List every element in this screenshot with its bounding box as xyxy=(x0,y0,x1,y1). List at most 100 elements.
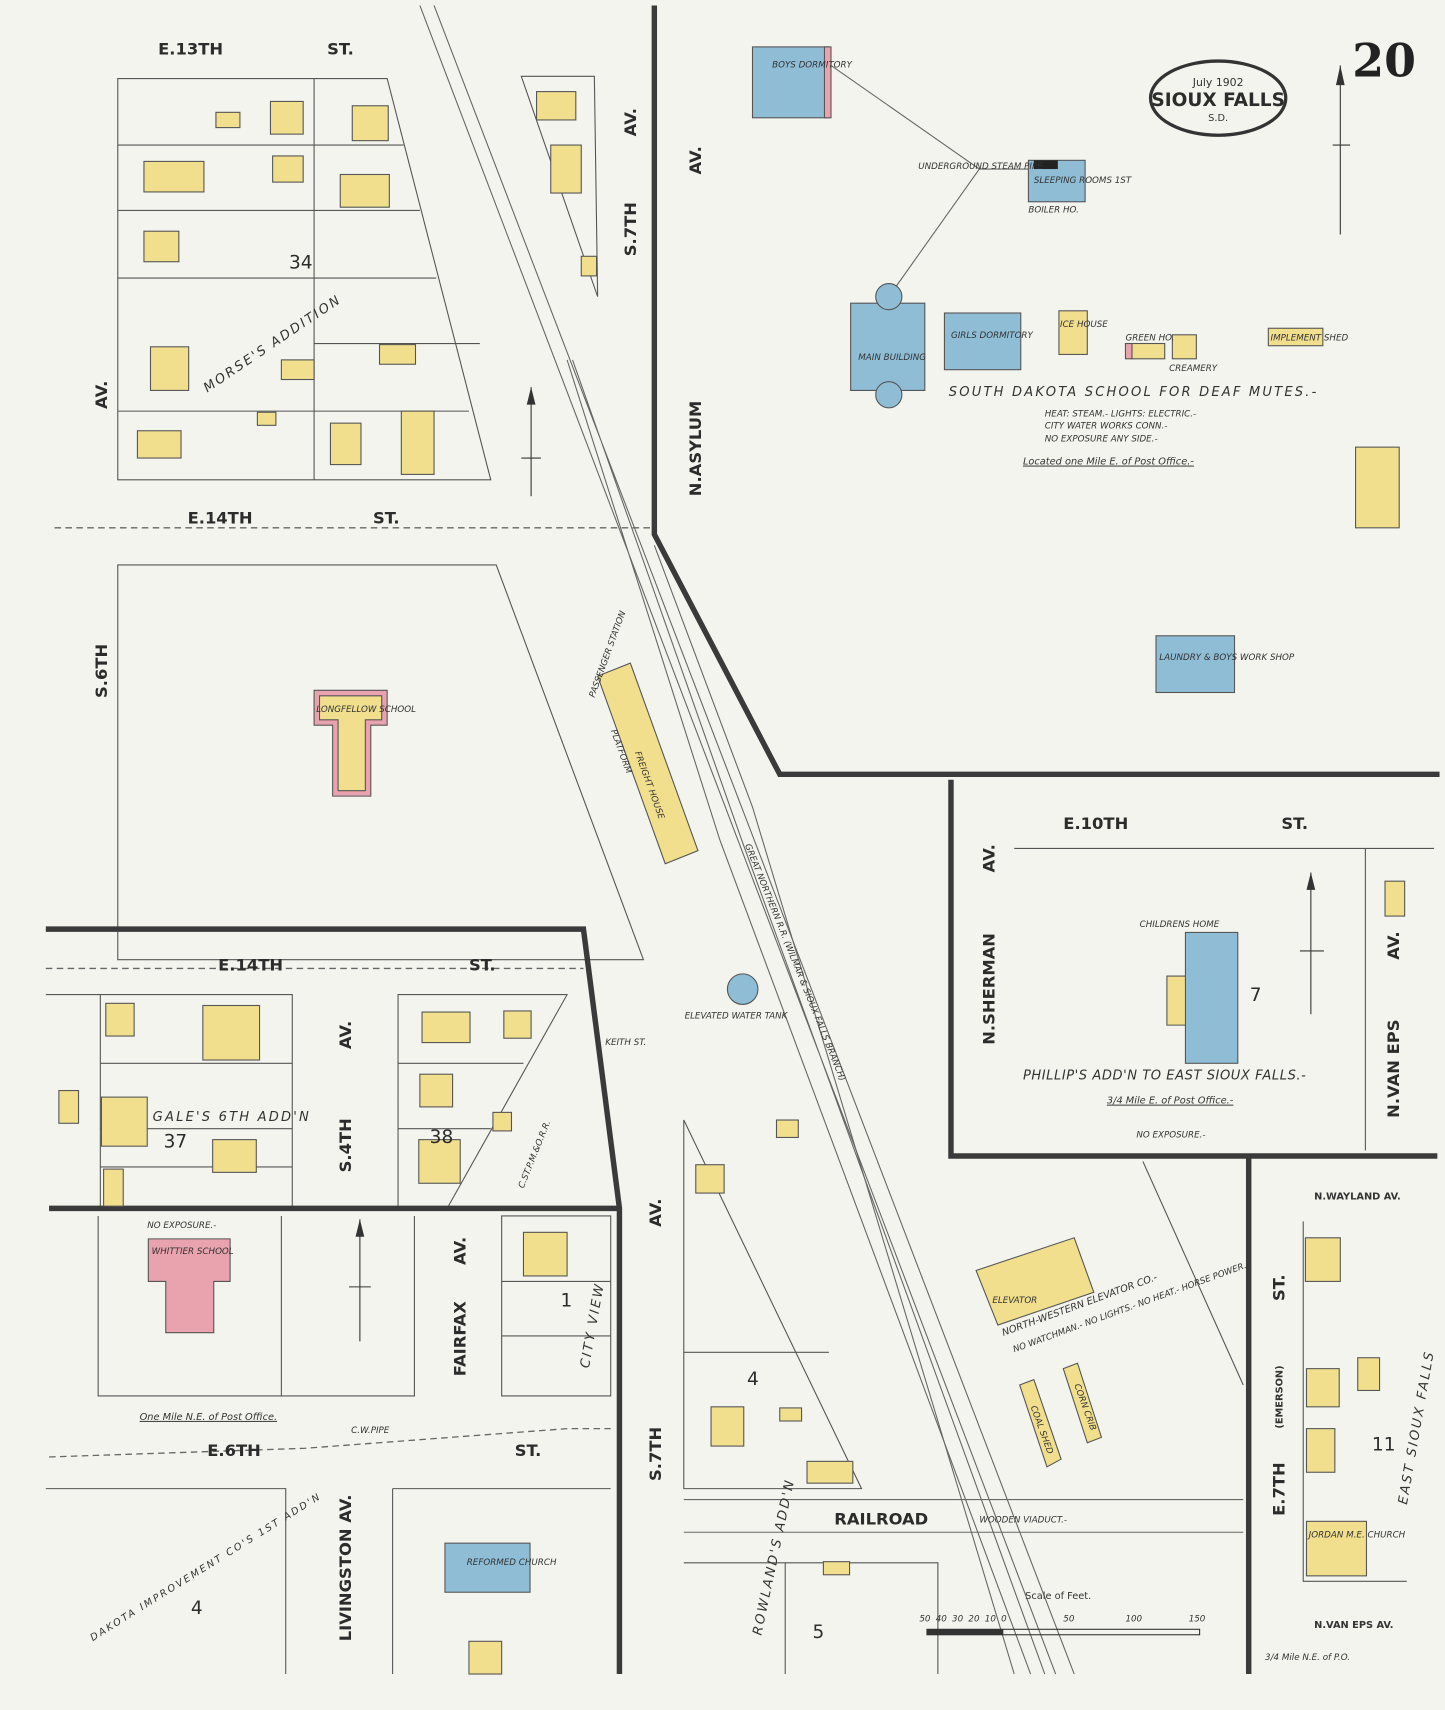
scale-tick: 20 xyxy=(968,1615,980,1625)
block-number: 1 xyxy=(561,1290,573,1311)
whittier-school-label: WHITTIER SCHOOL xyxy=(152,1247,234,1257)
block-numbers: 34 37 38 1 4 7 4 5 11 xyxy=(164,252,1396,1643)
jordan-church: JORDAN M.E. CHURCH xyxy=(1305,1520,1406,1577)
scale-tick: 50 xyxy=(1063,1615,1075,1625)
north-arrow-icon xyxy=(521,387,541,497)
elevator-complex: ELEVATOR NORTH-WESTERN ELEVATOR CO.- NO … xyxy=(975,1237,1251,1468)
scale-tick: 10 xyxy=(985,1615,997,1625)
school-heat-note: HEAT: STEAM.- LIGHTS: ELECTRIC.- xyxy=(1045,410,1196,420)
map-state: S.D. xyxy=(1208,113,1228,124)
north-arrow-icon xyxy=(1299,872,1324,1015)
street-livingston: LIVINGSTON AV. xyxy=(336,1494,355,1641)
street-label: ST. xyxy=(327,40,354,59)
street-label: ST. xyxy=(1281,814,1308,833)
sheet-number: 20 xyxy=(1352,33,1416,87)
water-pipe-label: C.W.PIPE xyxy=(351,1426,390,1436)
boys-dormitory-label: BOYS DORMITORY xyxy=(772,61,852,71)
laundry-label: LAUNDRY & BOYS WORK SHOP xyxy=(1159,653,1295,663)
street-keith: KEITH ST. xyxy=(605,1038,646,1048)
school-exposure-note: NO EXPOSURE ANY SIDE.- xyxy=(1045,435,1158,445)
street-vaneps: N.VAN EPS AV. xyxy=(1314,1620,1393,1631)
street-label: AV. xyxy=(621,108,640,136)
water-tank: ELEVATED WATER TANK xyxy=(685,973,789,1022)
scale-tick: 50 xyxy=(919,1615,931,1625)
location-note: Located one Mile E. of Post Office.- xyxy=(1023,457,1194,468)
reformed-church-label: REFORMED CHURCH xyxy=(467,1558,557,1568)
street-emerson: (EMERSON) xyxy=(1275,1365,1286,1428)
street-wayland: N.WAYLAND AV. xyxy=(1314,1192,1401,1203)
school-water-note: CITY WATER WORKS CONN.- xyxy=(1045,422,1168,432)
street-s7: S.7TH xyxy=(646,1427,665,1481)
distance-note: 3/4 Mile N.E. of P.O. xyxy=(1265,1653,1350,1663)
block-number: 11 xyxy=(1372,1434,1396,1455)
distance-note: One Mile N.E. of Post Office. xyxy=(140,1412,278,1423)
morses-addition: MORSE'S ADDITION xyxy=(201,292,345,396)
street-e14: E.14TH xyxy=(218,956,283,975)
rowlands-addition: ROWLAND'S ADD'N xyxy=(750,1477,798,1636)
street-vaneps: N.VAN EPS xyxy=(1384,1019,1403,1117)
block-number: 38 xyxy=(430,1127,454,1148)
thick-boundary-lines xyxy=(45,5,1440,1675)
north-arrow-icon xyxy=(1332,65,1351,235)
block-lines xyxy=(45,75,1435,1675)
dwellings xyxy=(58,91,1406,1675)
street-asylum: N.ASYLUM xyxy=(686,401,705,497)
longfellow-school: LONGFELLOW SCHOOL xyxy=(313,689,416,797)
water-tank-label: ELEVATED WATER TANK xyxy=(685,1012,789,1022)
street-label: ST. xyxy=(469,956,496,975)
longfellow-school-label: LONGFELLOW SCHOOL xyxy=(316,705,416,715)
street-label: ST. xyxy=(373,508,400,527)
railroad-line-label: GREAT NORTHERN R.R. (WILMAR & SIOUX FALL… xyxy=(742,843,847,1083)
street-label: ST. xyxy=(1270,1274,1289,1301)
main-building-label: MAIN BUILDING xyxy=(858,353,926,363)
implement-shed-label: IMPLEMENT SHED xyxy=(1271,333,1349,343)
street-e6: E.6TH xyxy=(207,1441,261,1460)
scale-tick: 150 xyxy=(1189,1615,1206,1625)
street-e10: E.10TH xyxy=(1063,814,1128,833)
dakota-addition: DAKOTA IMPROVEMENT CO'S 1ST ADD'N xyxy=(88,1491,323,1644)
green-house-label: GREEN HO. xyxy=(1125,333,1174,343)
block-number: 7 xyxy=(1250,985,1262,1006)
street-fairfax: FAIRFAX xyxy=(451,1301,470,1377)
childrens-home: CHILDRENS HOME xyxy=(1140,920,1239,1064)
railroad-tracks xyxy=(45,5,1244,1675)
map-date: July 1902 xyxy=(1192,76,1244,89)
whittier-school: WHITTIER SCHOOL xyxy=(147,1238,234,1334)
street-label: ST. xyxy=(515,1441,542,1460)
girls-dormitory-label: GIRLS DORMITORY xyxy=(951,331,1034,341)
street-s7: S.7TH xyxy=(621,202,640,256)
street-label: AV. xyxy=(646,1199,665,1227)
scale-tick: 40 xyxy=(936,1615,948,1625)
street-e7: E.7TH xyxy=(1270,1462,1289,1516)
viaduct-note: WOODEN VIADUCT.- xyxy=(979,1515,1067,1525)
street-e13: E.13TH xyxy=(158,40,223,59)
reformed-church: REFORMED CHURCH xyxy=(444,1542,557,1593)
phillips-addition: PHILLIP'S ADD'N TO EAST SIOUX FALLS.- xyxy=(1023,1069,1306,1084)
scale-bar: Scale of Feet. 50 40 30 20 10 0 50 100 1… xyxy=(919,1591,1206,1636)
scale-tick: 30 xyxy=(952,1615,964,1625)
street-s6: S.6TH xyxy=(92,644,111,698)
street-label: AV. xyxy=(451,1237,470,1265)
scale-label: Scale of Feet. xyxy=(1025,1591,1091,1602)
street-label: AV. xyxy=(92,381,111,409)
street-railroad: RAILROAD xyxy=(834,1510,928,1529)
block-number: 4 xyxy=(747,1369,759,1390)
jordan-church-label: JORDAN M.E. CHURCH xyxy=(1307,1531,1406,1541)
block-number: 5 xyxy=(812,1622,824,1643)
no-exposure-note: NO EXPOSURE.- xyxy=(147,1221,216,1231)
ice-house-label: ICE HOUSE xyxy=(1060,320,1108,330)
scale-tick: 100 xyxy=(1125,1615,1142,1625)
street-sherman: N.SHERMAN xyxy=(980,933,999,1045)
no-exposure-note: NO EXPOSURE.- xyxy=(1136,1130,1205,1140)
east-sioux-falls-addition: EAST SIOUX FALLS xyxy=(1396,1349,1438,1506)
distance-note: 3/4 Mile E. of Post Office.- xyxy=(1107,1096,1234,1107)
street-labels: E.13TH ST. E.14TH ST. E.14TH ST. S.6TH A… xyxy=(92,40,1403,1642)
sleeping-rooms-label: SLEEPING ROOMS 1ST xyxy=(1034,176,1132,186)
title-cartouche: July 1902 SIOUX FALLS S.D. xyxy=(1148,59,1288,137)
deaf-school-buildings: BOYS DORMITORY BOILER HO. SLEEPING ROOMS… xyxy=(751,46,1400,694)
school-title: SOUTH DAKOTA SCHOOL FOR DEAF MUTES.- xyxy=(949,385,1319,400)
street-label: AV. xyxy=(980,844,999,872)
map-notes: 3/4 Mile E. of Post Office.- NO EXPOSURE… xyxy=(140,1096,1350,1663)
map-city: SIOUX FALLS xyxy=(1151,90,1285,111)
